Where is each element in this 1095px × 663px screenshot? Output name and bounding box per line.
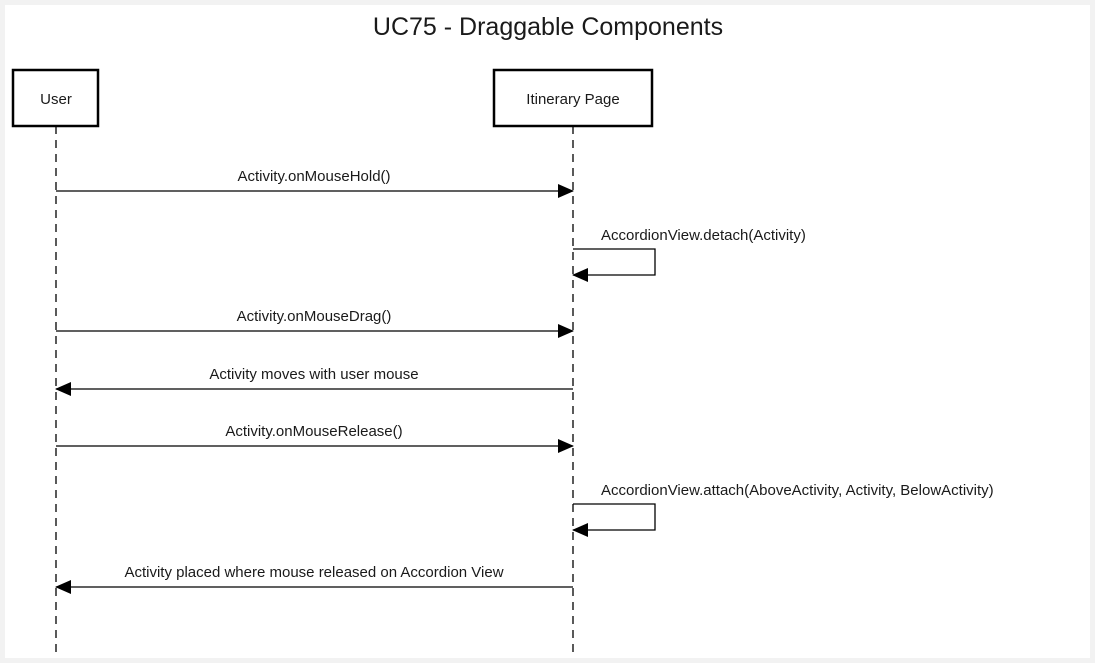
- participant-user-label: User: [40, 91, 72, 108]
- message-accordion-attach-label: AccordionView.attach(AboveActivity, Acti…: [601, 482, 994, 499]
- message-on-mouse-drag[interactable]: Activity.onMouseDrag(): [56, 308, 574, 338]
- participant-user[interactable]: User: [11, 68, 100, 128]
- participant-itinerary-page-label: Itinerary Page: [526, 91, 619, 108]
- diagram-canvas: UC75 - Draggable Components User Itinera…: [5, 5, 1090, 658]
- participant-itinerary-page[interactable]: Itinerary Page: [492, 68, 654, 128]
- message-activity-placed-label: Activity placed where mouse released on …: [124, 564, 503, 581]
- message-on-mouse-hold-label: Activity.onMouseHold(): [237, 168, 390, 185]
- message-activity-placed[interactable]: Activity placed where mouse released on …: [55, 564, 573, 594]
- message-accordion-attach[interactable]: AccordionView.attach(AboveActivity, Acti…: [572, 482, 994, 537]
- diagram-title: UC75 - Draggable Components: [373, 13, 723, 41]
- sequence-diagram: UC75 - Draggable Components User Itinera…: [11, 13, 994, 658]
- message-activity-moves-label: Activity moves with user mouse: [209, 366, 418, 383]
- message-on-mouse-release-label: Activity.onMouseRelease(): [225, 423, 402, 440]
- message-activity-moves[interactable]: Activity moves with user mouse: [55, 366, 573, 396]
- message-accordion-detach-label: AccordionView.detach(Activity): [601, 227, 806, 244]
- message-on-mouse-hold[interactable]: Activity.onMouseHold(): [56, 168, 574, 198]
- message-on-mouse-release[interactable]: Activity.onMouseRelease(): [56, 423, 574, 453]
- message-on-mouse-drag-label: Activity.onMouseDrag(): [237, 308, 392, 325]
- message-accordion-detach[interactable]: AccordionView.detach(Activity): [572, 227, 806, 282]
